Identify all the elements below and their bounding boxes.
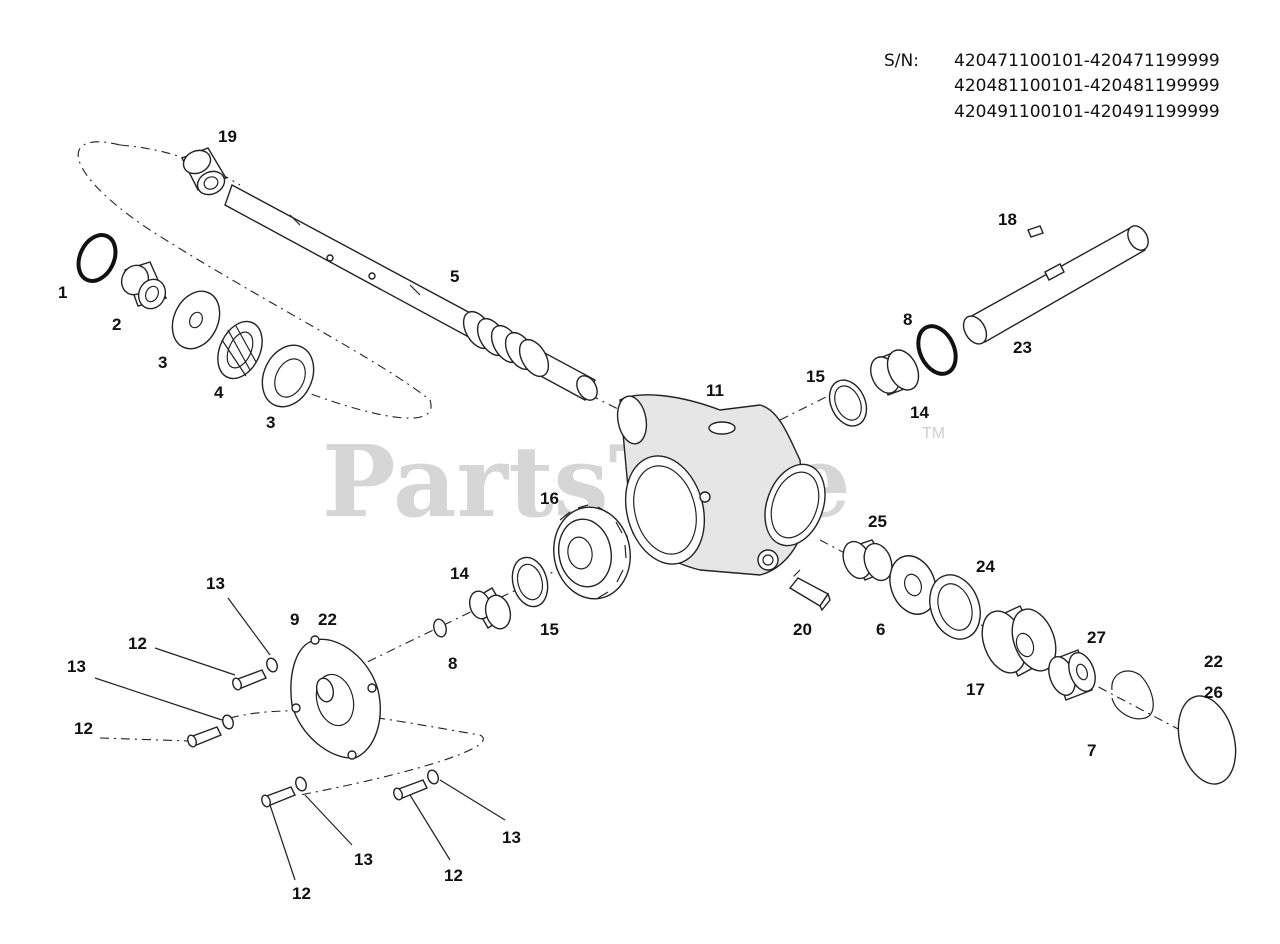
callout-13-left: 13: [67, 657, 86, 676]
callout-19: 19: [218, 127, 237, 146]
part-14-flange-bushing-center: [468, 587, 512, 630]
part-13-washer-bottom: [295, 776, 307, 792]
key-axis-line: [789, 569, 801, 581]
part-25-bushing: [842, 539, 893, 582]
leader-13-bottom: [304, 794, 353, 846]
leader-13-upper: [227, 597, 271, 656]
part-9-cover-plate: [290, 635, 381, 760]
callout-16: 16: [540, 489, 559, 508]
part-13-washer-bottom-right: [427, 769, 439, 785]
callout-15-upper: 15: [806, 367, 825, 386]
callout-12-left: 12: [74, 719, 93, 738]
housing-right-axis-line: [779, 394, 831, 421]
part-19-bushing: [181, 147, 228, 196]
callout-13-bottom-right: 13: [502, 828, 521, 847]
leader-13-left: [94, 677, 223, 721]
part-18-key-small: [1027, 225, 1044, 238]
callout-27: 27: [1087, 628, 1106, 647]
callout-11: 11: [706, 381, 724, 400]
watermark-trademark: TM: [922, 425, 945, 442]
part-3-washer-lower: [261, 344, 315, 408]
part-12-bolt-bottom: [261, 786, 296, 808]
serial-number-range-2: 420481100101-420481199999: [954, 76, 1220, 96]
part-1-seal-ring: [76, 233, 118, 283]
callout-5: 5: [450, 267, 459, 286]
part-20-key: [788, 577, 831, 612]
serial-number-label: S/N:: [884, 51, 919, 71]
callout-12-bottom-right: 12: [444, 866, 463, 885]
callout-12-bottom: 12: [292, 884, 311, 903]
part-3-washer-upper: [171, 290, 221, 350]
part-27-bushing: [1048, 649, 1096, 701]
part-11-gear-housing: [616, 394, 826, 576]
serial-number-range-3: 420491100101-420491199999: [954, 102, 1220, 122]
callout-24: 24: [976, 557, 995, 576]
part-15-washer-upper: [828, 379, 868, 427]
part-8-seal-small: [433, 618, 447, 638]
callout-17: 17: [966, 680, 985, 699]
callout-2: 2: [112, 315, 121, 334]
part-12-bolt-bottom-right: [393, 779, 428, 801]
callout-labels: 19 1 2 3 4 3 5 18 8 23 15 11 14 16 25 24…: [58, 127, 1223, 903]
callout-12-upper: 12: [128, 634, 147, 653]
callout-22-left: 22: [318, 610, 337, 629]
part-13-washer-upper: [266, 657, 278, 673]
upper-left-loop-line: [77, 141, 432, 419]
callout-8-upper: 8: [903, 310, 912, 329]
part-2-bushing: [120, 261, 167, 310]
callout-22-right: 22: [1204, 652, 1223, 671]
callout-8-center: 8: [448, 654, 457, 673]
callout-26: 26: [1204, 683, 1223, 702]
callout-9: 9: [290, 610, 299, 629]
callout-23: 23: [1013, 338, 1032, 357]
callout-14-center: 14: [450, 564, 469, 583]
callout-18: 18: [998, 210, 1017, 229]
callout-20: 20: [793, 620, 812, 639]
part-14-flange-bushing-upper: [870, 349, 920, 396]
callout-13-upper: 13: [206, 574, 225, 593]
callout-6: 6: [876, 620, 885, 639]
part-8-seal-ring: [916, 324, 958, 376]
part-12-bolt-upper: [232, 669, 267, 691]
part-5-worm-shaft: [224, 183, 598, 401]
part-16-spur-gear: [553, 504, 631, 600]
part-26-cap: [1177, 695, 1237, 785]
part-23-output-shaft: [962, 225, 1149, 345]
callout-4: 4: [214, 383, 224, 402]
callout-3-lower: 3: [266, 413, 275, 432]
part-17-hub: [981, 605, 1057, 677]
bolt-leader-line: [99, 737, 191, 742]
leader-13-bottom-right: [439, 779, 506, 821]
part-7-retaining-ring: [1111, 670, 1154, 720]
part-24-washer: [929, 574, 981, 640]
leader-12-upper: [154, 647, 236, 676]
callout-25: 25: [868, 512, 887, 531]
leader-12-bottom-right: [409, 794, 451, 861]
part-4-thrust-bearing: [217, 320, 263, 380]
part-6-washer: [889, 555, 937, 615]
serial-number-range-1: 420471100101-420471199999: [954, 51, 1220, 71]
callout-1: 1: [58, 283, 67, 302]
leader-12-bottom: [269, 804, 296, 881]
worm-gear-threads: [462, 310, 550, 378]
part-12-bolt-left: [187, 726, 222, 748]
callout-7: 7: [1087, 741, 1096, 760]
part-15-washer-center: [511, 556, 549, 608]
part-13-washer-left: [222, 714, 234, 730]
callout-3-upper: 3: [158, 353, 167, 372]
callout-15-center: 15: [540, 620, 559, 639]
callout-14-upper: 14: [910, 403, 929, 422]
callout-13-bottom: 13: [354, 850, 373, 869]
